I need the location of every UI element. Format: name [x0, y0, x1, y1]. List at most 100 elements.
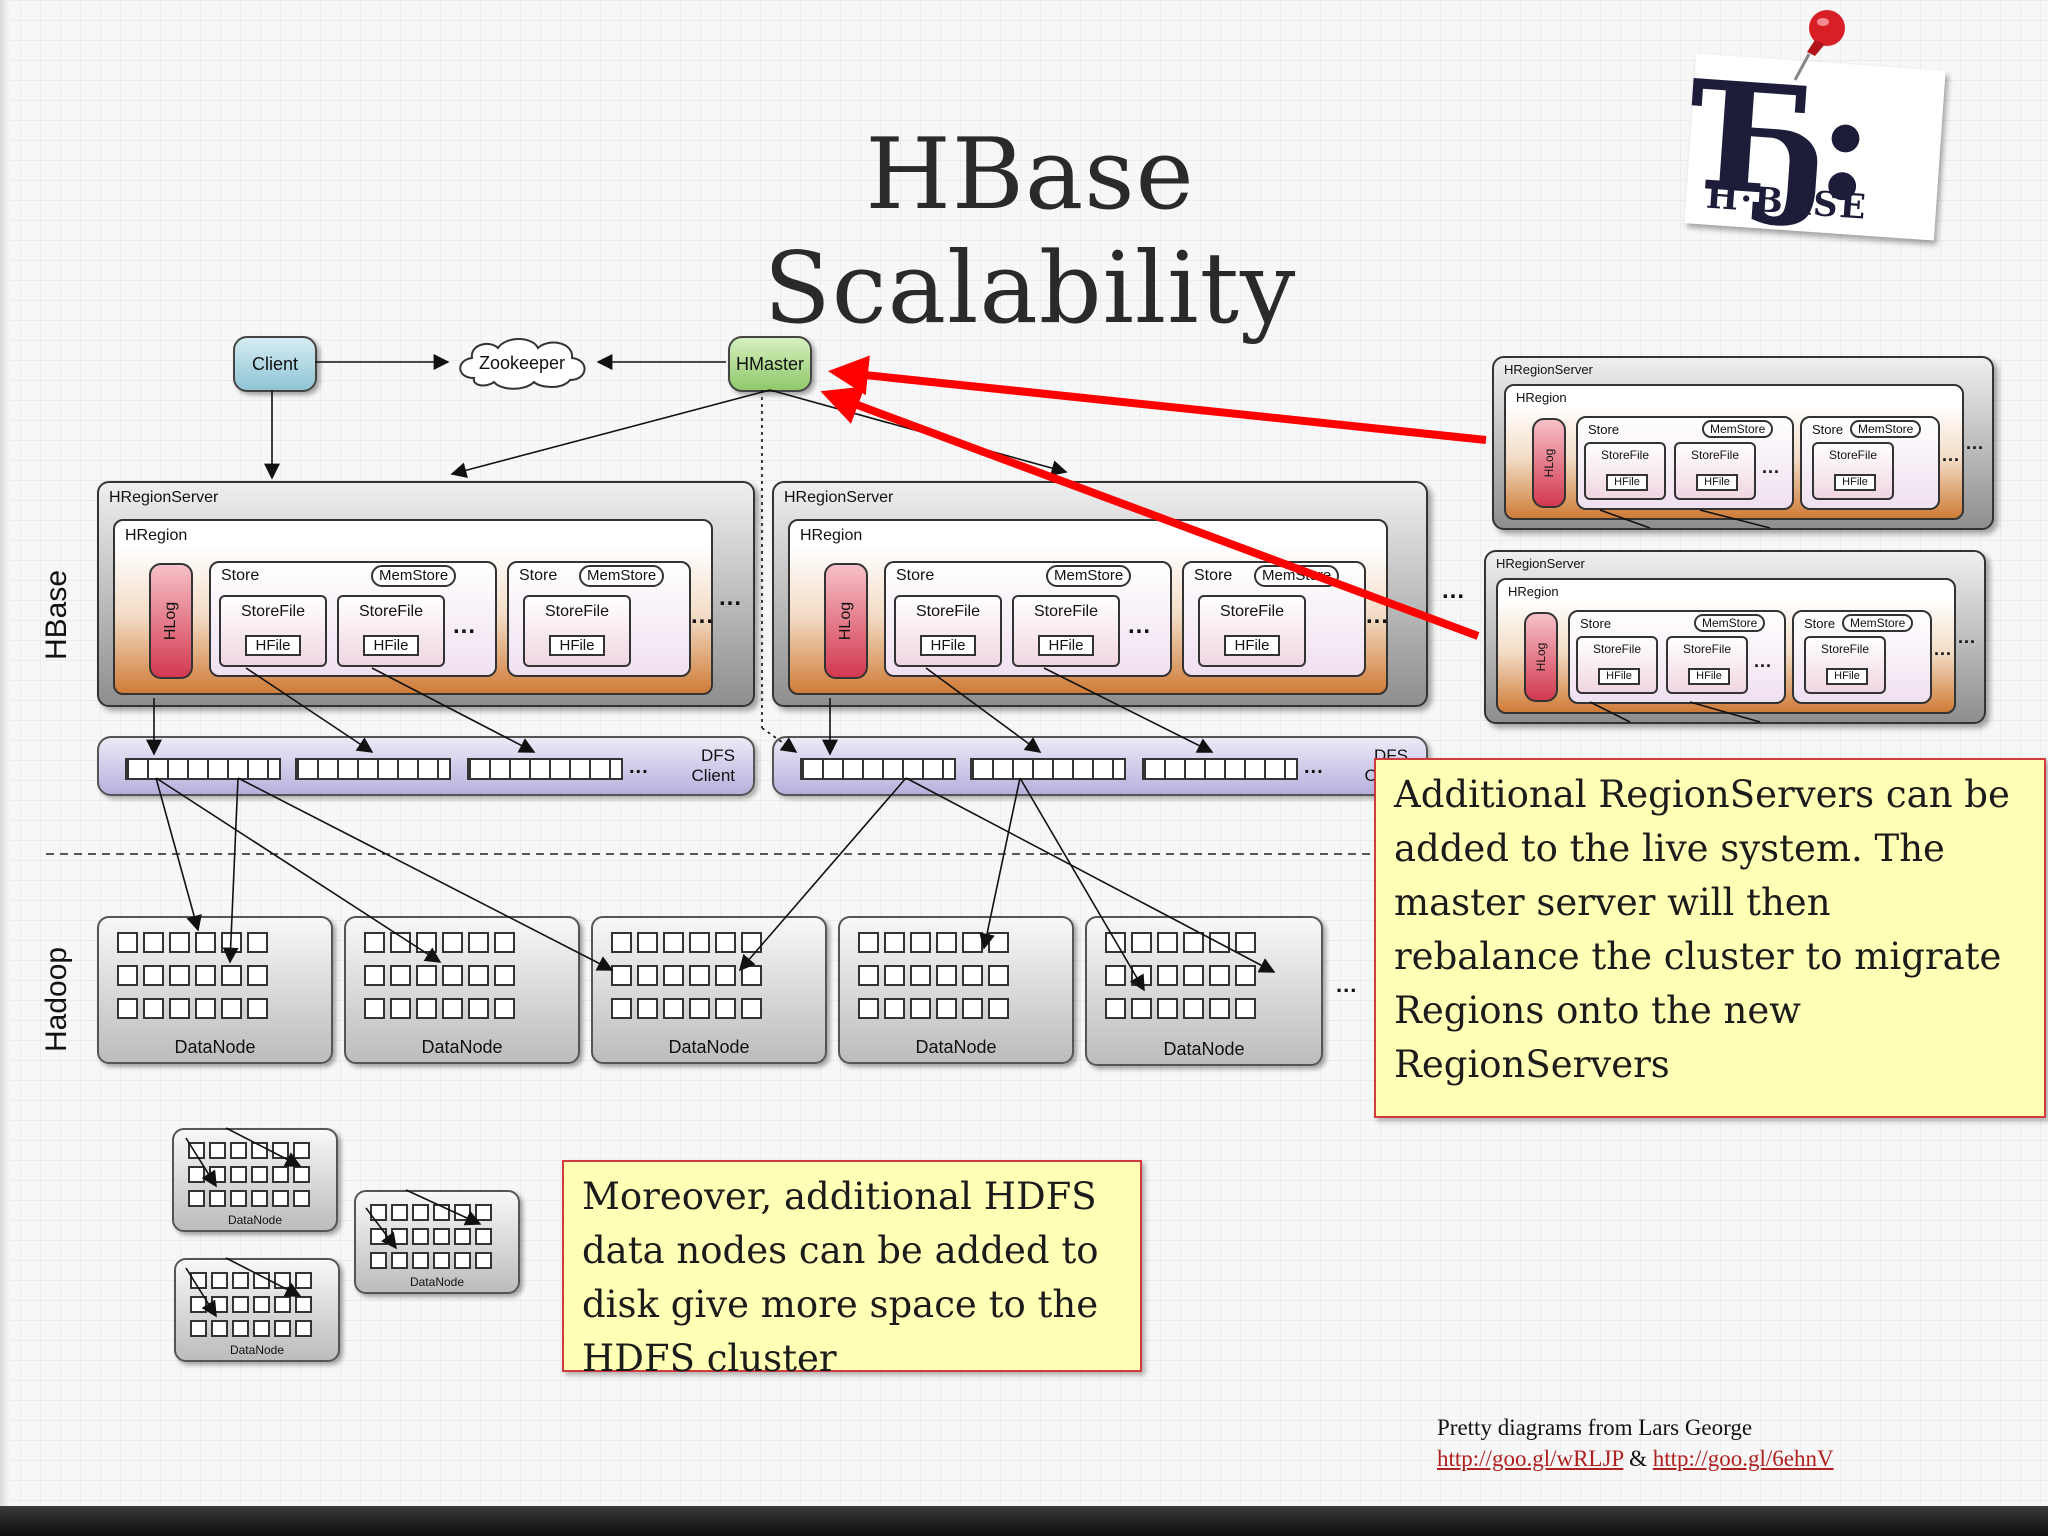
- ellipsis: ...: [1762, 457, 1781, 477]
- block-cell: [251, 1142, 268, 1159]
- storefile: StoreFile HFile: [1576, 636, 1658, 694]
- store-1: Store MemStore StoreFile HFile StoreFile…: [884, 561, 1172, 677]
- block-cell: [741, 998, 762, 1019]
- block-cell: [274, 1320, 291, 1337]
- storefile-label: StoreFile: [1592, 642, 1642, 656]
- storefile: StoreFile HFile: [894, 595, 1002, 667]
- credits: Pretty diagrams from Lars George http://…: [1437, 1412, 1834, 1474]
- hfile: HFile: [1038, 635, 1094, 656]
- block-cell: [188, 1142, 205, 1159]
- storefile-label: StoreFile: [1828, 448, 1878, 462]
- block-cell: [274, 1296, 291, 1313]
- block-cell: [1209, 998, 1230, 1019]
- block-cell: [391, 1252, 408, 1269]
- block-cell: [195, 965, 216, 986]
- datanode-1: DataNode: [97, 916, 333, 1064]
- block-cell: [468, 965, 489, 986]
- block-cell: [251, 1166, 268, 1183]
- block-cell: [209, 1190, 226, 1207]
- block-cell: [412, 1252, 429, 1269]
- hlog: HLog: [1524, 612, 1558, 702]
- hregion-label: HRegion: [125, 527, 188, 544]
- block-cell: [293, 1166, 310, 1183]
- block-cell: [442, 998, 463, 1019]
- block-cell: [247, 965, 268, 986]
- block-cell: [416, 965, 437, 986]
- store-label: Store: [1812, 422, 1844, 437]
- credits-separator: &: [1629, 1446, 1648, 1471]
- block-cell: [295, 1320, 312, 1337]
- region-server-label: HRegionServer: [784, 489, 894, 506]
- block-cell: [390, 998, 411, 1019]
- storefile-label: StoreFile: [240, 603, 306, 620]
- block-cell: [412, 1204, 429, 1221]
- datanode-label: DataNode: [409, 1275, 465, 1289]
- block-cell: [1183, 965, 1204, 986]
- hfile: HFile: [1688, 668, 1730, 685]
- block-cell: [962, 965, 983, 986]
- block-cell: [370, 1252, 387, 1269]
- block-cell: [1235, 965, 1256, 986]
- block-cell: [1105, 998, 1126, 1019]
- block-cell: [143, 998, 164, 1019]
- added-region-server-1: HRegionServer HRegion HLog Store MemStor…: [1492, 356, 1994, 530]
- block-cell: [689, 932, 710, 953]
- block-cell: [663, 932, 684, 953]
- hfile: HFile: [1606, 474, 1648, 491]
- slide-left-edge: [0, 0, 10, 1536]
- block-cell: [962, 998, 983, 1019]
- datanode-label: DataNode: [915, 1037, 997, 1057]
- block-cell: [188, 1190, 205, 1207]
- storefile-label: StoreFile: [915, 603, 981, 620]
- memstore: MemStore: [579, 565, 665, 587]
- block-grid: [117, 932, 268, 1019]
- slide-bottom-bar: [0, 1506, 2048, 1536]
- memstore: MemStore: [1850, 420, 1922, 438]
- datanode-label: DataNode: [421, 1037, 503, 1057]
- hfile: HFile: [1598, 668, 1640, 685]
- datanode-label: DataNode: [229, 1343, 285, 1357]
- datanode-4: DataNode: [838, 916, 1074, 1064]
- block-cell: [433, 1252, 450, 1269]
- dfs-client-1: ... DFS Client: [97, 736, 755, 796]
- block-cell: [272, 1190, 289, 1207]
- credits-link-2[interactable]: http://goo.gl/6ehnV: [1652, 1446, 1834, 1471]
- block-cell: [209, 1142, 226, 1159]
- hregion-label: HRegion: [1516, 390, 1567, 405]
- block-cell: [416, 998, 437, 1019]
- block-cell: [253, 1296, 270, 1313]
- storefile-label: StoreFile: [1820, 642, 1870, 656]
- credits-link-1[interactable]: http://goo.gl/wRLJP: [1437, 1446, 1624, 1471]
- block-cell: [454, 1252, 471, 1269]
- block-cell: [247, 932, 268, 953]
- store-label: Store: [221, 567, 260, 584]
- block-cell: [442, 965, 463, 986]
- store-2: Store MemStore StoreFile HFile: [1182, 561, 1366, 677]
- block-cell: [211, 1320, 228, 1337]
- datanode-label: DataNode: [227, 1213, 283, 1227]
- block-cell: [221, 965, 242, 986]
- block-cell: [936, 932, 957, 953]
- block-cell: [1131, 998, 1152, 1019]
- hlog: HLog: [1532, 418, 1566, 508]
- block-cell: [1235, 998, 1256, 1019]
- credits-text: Pretty diagrams from Lars George: [1437, 1415, 1753, 1440]
- region-server-label: HRegionServer: [109, 489, 219, 506]
- block-cell: [143, 932, 164, 953]
- hregion: HRegion HLog Store MemStore StoreFile HF…: [1504, 384, 1964, 520]
- block-cell: [884, 932, 905, 953]
- block-cell: [454, 1228, 471, 1245]
- block-cell: [195, 998, 216, 1019]
- datanode-2: DataNode: [344, 916, 580, 1064]
- block-cell: [390, 965, 411, 986]
- ellipsis: ...: [1958, 627, 1977, 647]
- block-cell: [1183, 932, 1204, 953]
- store-label: Store: [519, 567, 558, 584]
- hlog: HLog: [149, 563, 193, 679]
- slide-title: HBase Scalability: [763, 118, 1297, 346]
- dfs-client-2: ... DFS Client: [772, 736, 1428, 796]
- hfile: HFile: [363, 635, 419, 656]
- block-row: [970, 758, 1126, 780]
- storefile-label: StoreFile: [1219, 603, 1285, 620]
